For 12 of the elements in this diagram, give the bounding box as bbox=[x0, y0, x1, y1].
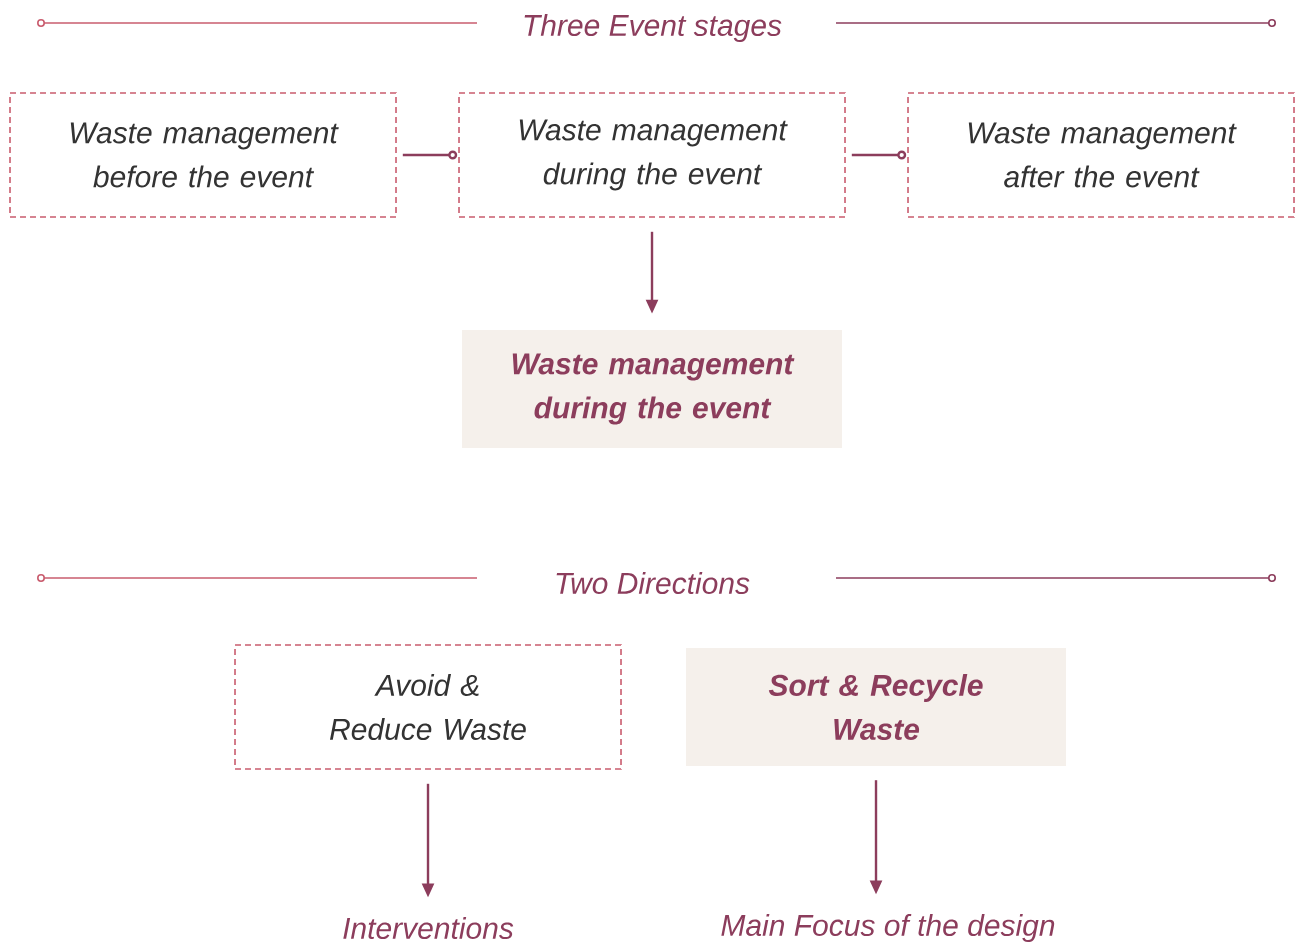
dashed-box: Waste management after the event bbox=[907, 92, 1295, 218]
outcome-text: Main Focus of the design bbox=[721, 914, 1055, 942]
highlight-box: Waste management during the event bbox=[462, 330, 842, 448]
connector bbox=[402, 150, 458, 160]
outcome-text: Interventions bbox=[343, 917, 514, 939]
dashed-box: Avoid & Reduce Waste bbox=[234, 644, 622, 770]
dashed-box: Waste management during the event bbox=[458, 92, 846, 218]
dashed-box: Waste management before the event bbox=[9, 92, 397, 218]
section-heading: Three Event stages bbox=[524, 14, 782, 42]
section-heading: Two Directions bbox=[556, 572, 750, 594]
highlight-box: Sort & Recycle Waste bbox=[686, 648, 1066, 766]
connector bbox=[851, 150, 907, 160]
